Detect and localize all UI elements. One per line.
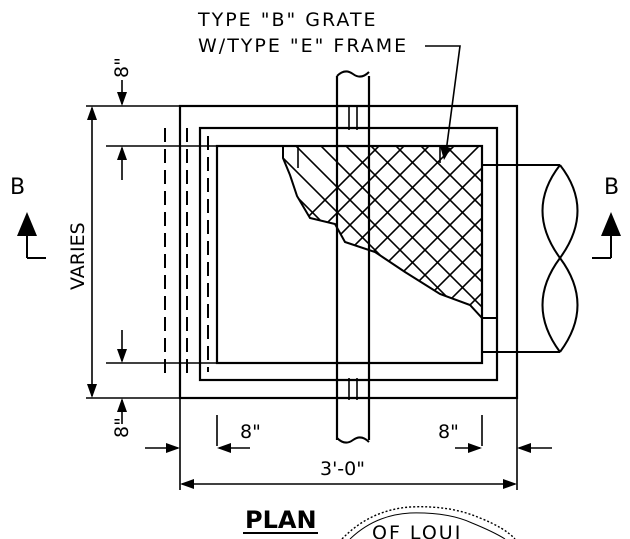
callout-line-2: W/TYPE "E" FRAME	[198, 35, 408, 57]
side-pipe	[482, 164, 579, 353]
seal	[341, 506, 516, 539]
callout-leader	[425, 45, 461, 153]
callout-arrowhead	[440, 146, 451, 160]
hidden-lines	[164, 128, 483, 380]
section-marker-right	[592, 212, 621, 259]
dim-overall-label: 3'-0"	[320, 458, 365, 480]
dim-inner-right-label: 8"	[438, 421, 459, 443]
dim-bottom-label: 8"	[111, 417, 133, 438]
callout-line-1: TYPE "B" GRATE	[197, 9, 378, 31]
dimension-lines	[86, 80, 552, 490]
pipe	[335, 70, 371, 446]
section-label-left: B	[10, 175, 25, 200]
section-marker-left	[17, 212, 46, 259]
grate-break-line	[282, 147, 497, 319]
arrowheads	[87, 92, 531, 489]
seal-text: OF LOUI	[372, 522, 462, 539]
dim-inner-left-label: 8"	[240, 421, 261, 443]
dim-side-label: VARIES	[67, 222, 89, 290]
dim-top-label: 8"	[111, 57, 133, 78]
view-title: PLAN	[245, 506, 317, 534]
section-label-right: B	[604, 175, 619, 200]
